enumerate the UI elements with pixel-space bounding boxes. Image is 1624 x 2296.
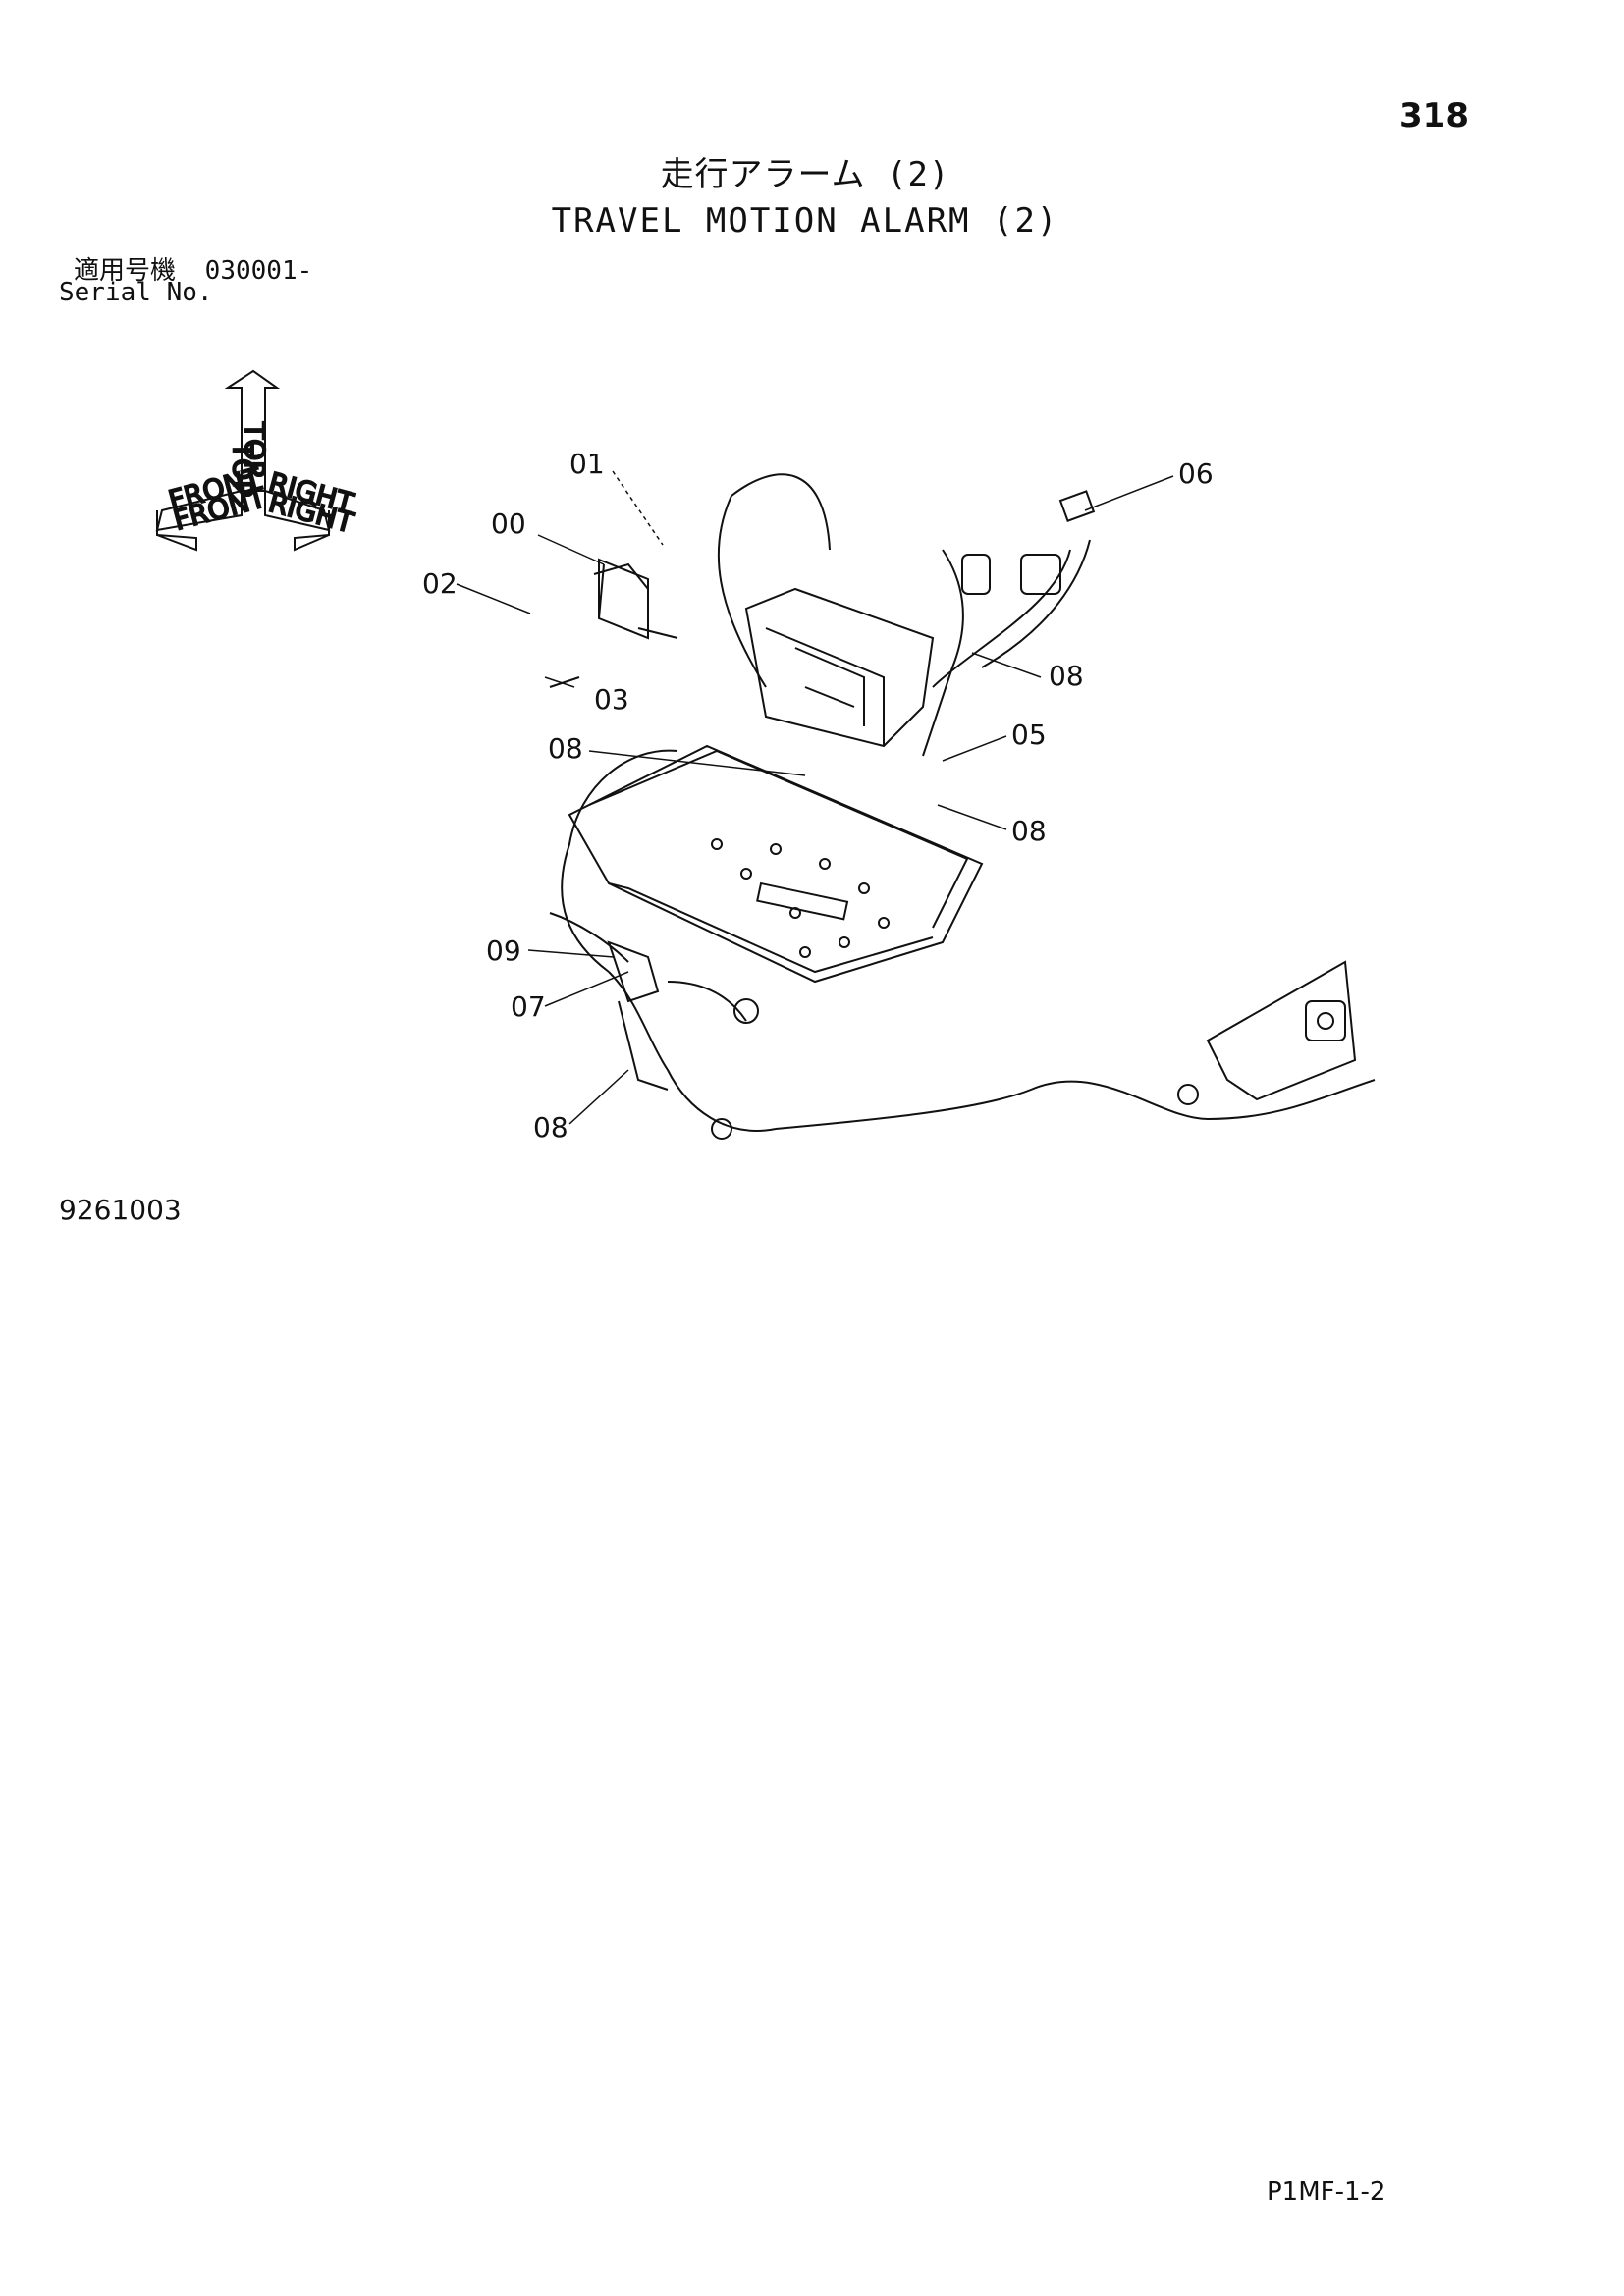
title-japanese: 走行アラーム (2) — [660, 155, 950, 194]
page-number: 318 — [1399, 96, 1469, 135]
callout-03: 03 — [594, 683, 629, 716]
controller-box — [744, 587, 935, 748]
callout-08-bottom: 08 — [533, 1111, 568, 1144]
wire-harness — [549, 473, 1376, 1132]
callout-08-right: 08 — [1011, 815, 1047, 847]
callout-leaders — [456, 470, 1174, 1125]
figure-code: 9261003 — [59, 1194, 182, 1226]
relay-part — [961, 554, 991, 595]
callout-06: 06 — [1178, 457, 1214, 490]
serial-label-jp: 適用号機 — [74, 256, 177, 286]
base-plate — [568, 744, 984, 984]
callout-08-upper: 08 — [1049, 660, 1084, 692]
orientation-top-label-2: TOP — [239, 421, 271, 477]
bracket-part — [598, 558, 649, 640]
serial-value: 030001- — [204, 256, 313, 286]
callout-02: 02 — [422, 567, 458, 600]
orientation-top-label: TOP — [227, 441, 259, 497]
small-parts — [549, 490, 1199, 1140]
callout-05: 05 — [1011, 719, 1047, 751]
callout-labels: 01 00 02 03 06 08 05 08 08 09 07 08 — [422, 448, 1214, 1144]
orientation-indicator: TOP TOP FRONT FRONT RIGHT RIGHT — [155, 369, 358, 552]
alarm-bracket — [1206, 960, 1357, 1101]
callout-09: 09 — [486, 934, 521, 967]
switch-part — [1058, 490, 1096, 522]
page-reference: P1MF-1-2 — [1267, 2177, 1386, 2207]
serial-label-english: Serial No. — [59, 278, 213, 307]
callout-01: 01 — [569, 448, 605, 480]
title-english: TRAVEL MOTION ALARM (2) — [551, 201, 1059, 240]
callout-07: 07 — [511, 990, 546, 1023]
callout-08-left: 08 — [548, 732, 583, 765]
callout-00: 00 — [491, 507, 526, 540]
relay-part-2 — [1020, 554, 1061, 595]
serial-label-japanese: 適用号機 030001- — [74, 250, 312, 287]
